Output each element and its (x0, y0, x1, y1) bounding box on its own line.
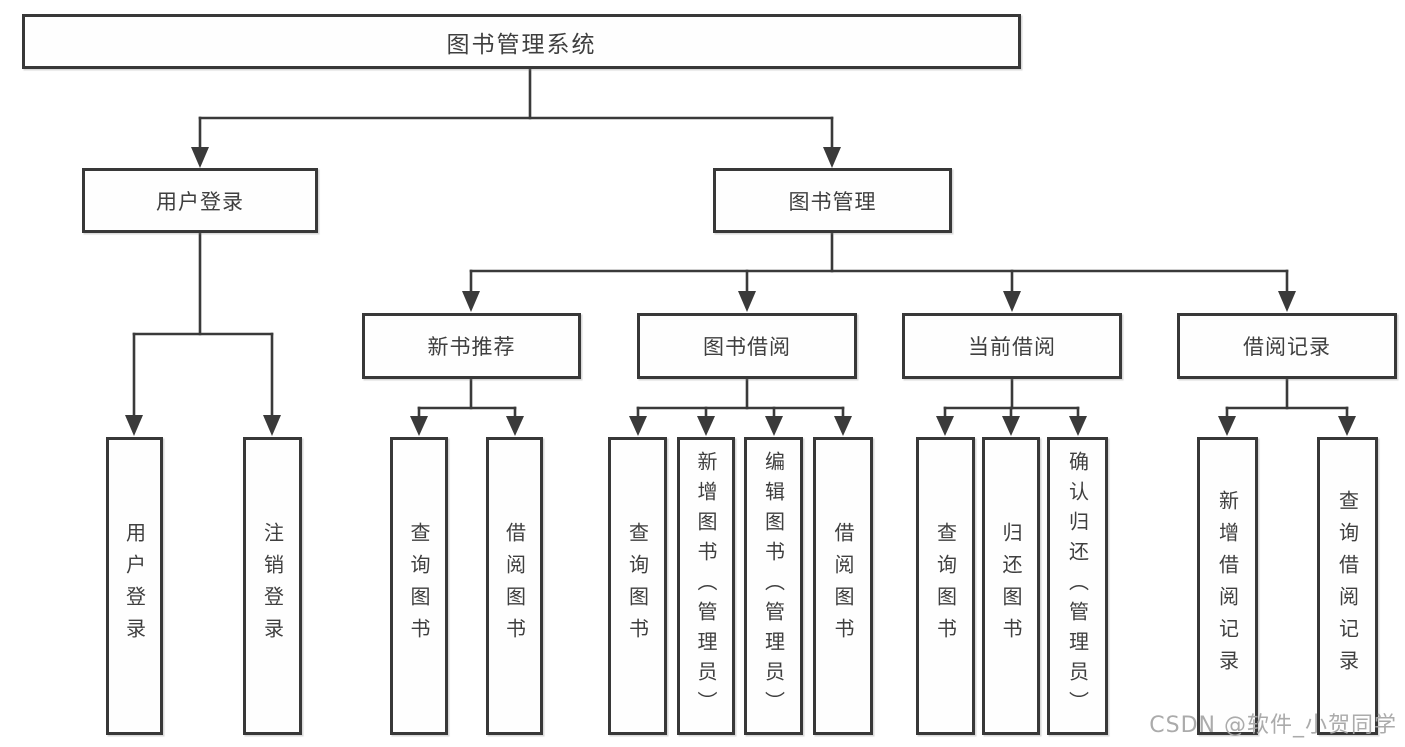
leaf-return-books: 归还图书 (982, 437, 1040, 735)
leaf-borrow-books-borrow: 借阅图书 (813, 437, 873, 735)
leaf-query-books-current: 查询图书 (916, 437, 975, 735)
leaf-add-borrow-record: 新增借阅记录 (1197, 437, 1258, 735)
leaf-borrow-books-recommend: 借阅图书 (486, 437, 543, 735)
leaf-edit-book-admin: 编辑图书（管理员） (744, 437, 803, 735)
node-current-borrowing: 当前借阅 (902, 313, 1122, 379)
node-book-management: 图书管理 (713, 168, 952, 233)
node-new-book-recommend: 新书推荐 (362, 313, 581, 379)
node-library-system: 图书管理系统 (22, 14, 1021, 69)
node-user-login: 用户登录 (82, 168, 318, 233)
leaf-confirm-return-admin: 确认归还（管理员） (1047, 437, 1108, 735)
csdn-watermark: CSDN @软件_小贺同学 (1149, 713, 1397, 738)
node-book-borrowing: 图书借阅 (637, 313, 857, 379)
leaf-query-borrow-record: 查询借阅记录 (1317, 437, 1378, 735)
node-borrowing-records: 借阅记录 (1177, 313, 1397, 379)
leaf-query-books-recommend: 查询图书 (390, 437, 448, 735)
leaf-logout: 注销登录 (243, 437, 302, 735)
leaf-query-books-borrow: 查询图书 (608, 437, 667, 735)
leaf-add-book-admin: 新增图书（管理员） (677, 437, 735, 735)
leaf-user-login: 用户登录 (106, 437, 163, 735)
